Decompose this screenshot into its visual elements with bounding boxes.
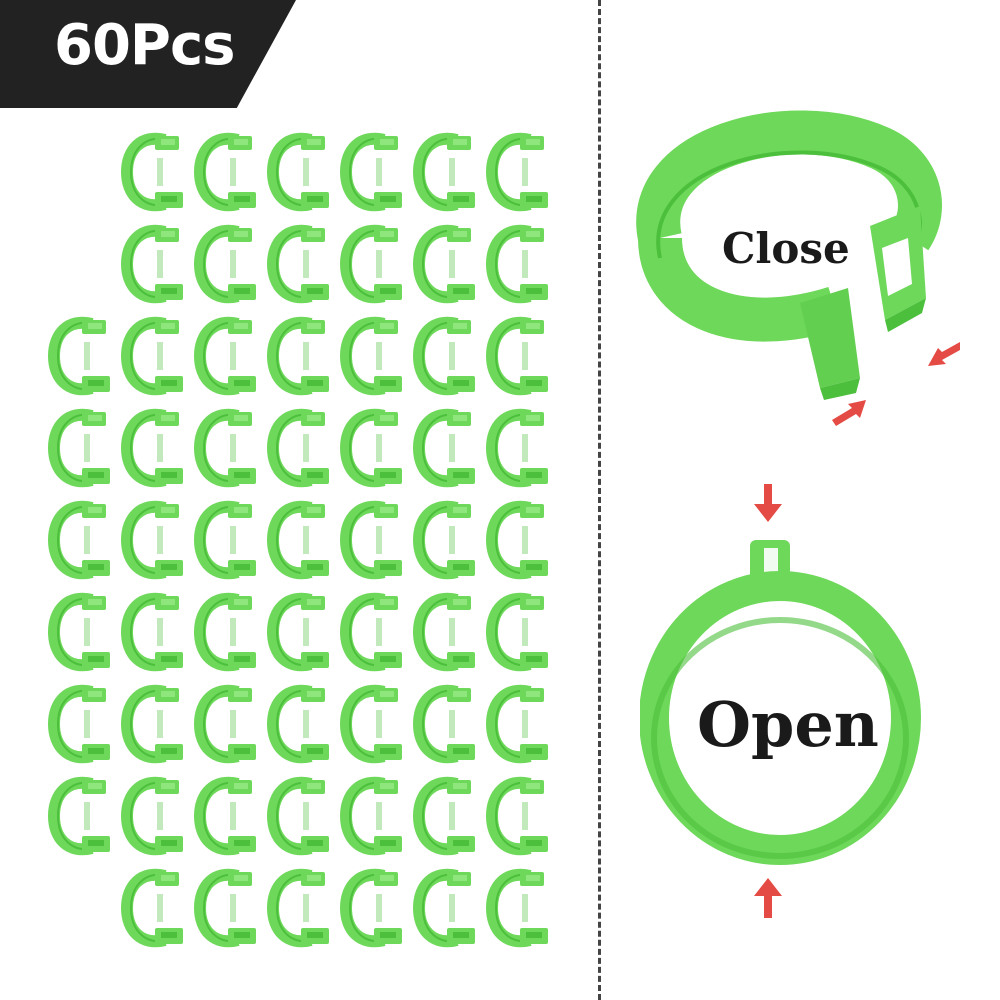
small-ring bbox=[48, 498, 112, 582]
small-ring bbox=[340, 774, 404, 858]
small-ring bbox=[486, 866, 550, 950]
small-ring bbox=[48, 682, 112, 766]
small-ring bbox=[413, 406, 477, 490]
small-ring bbox=[48, 590, 112, 674]
small-ring bbox=[194, 590, 258, 674]
small-ring bbox=[267, 682, 331, 766]
small-ring bbox=[340, 590, 404, 674]
small-ring bbox=[486, 498, 550, 582]
small-ring bbox=[121, 222, 185, 306]
small-ring bbox=[340, 682, 404, 766]
small-ring bbox=[486, 130, 550, 214]
small-ring bbox=[267, 314, 331, 398]
small-ring bbox=[413, 866, 477, 950]
small-ring bbox=[48, 774, 112, 858]
small-ring bbox=[121, 130, 185, 214]
small-ring bbox=[267, 498, 331, 582]
small-ring bbox=[340, 130, 404, 214]
small-ring bbox=[486, 682, 550, 766]
ring-grid bbox=[48, 130, 550, 950]
small-ring bbox=[486, 774, 550, 858]
small-ring bbox=[267, 406, 331, 490]
open-ring-illustration bbox=[640, 484, 921, 918]
small-ring bbox=[267, 130, 331, 214]
small-ring bbox=[413, 498, 477, 582]
small-ring bbox=[121, 314, 185, 398]
small-ring bbox=[121, 590, 185, 674]
small-ring bbox=[267, 590, 331, 674]
small-ring bbox=[121, 682, 185, 766]
small-ring bbox=[194, 130, 258, 214]
small-ring bbox=[267, 222, 331, 306]
small-ring bbox=[486, 406, 550, 490]
small-ring bbox=[121, 498, 185, 582]
small-ring bbox=[121, 866, 185, 950]
small-ring bbox=[340, 498, 404, 582]
small-ring bbox=[194, 314, 258, 398]
small-ring bbox=[413, 314, 477, 398]
small-ring bbox=[121, 774, 185, 858]
small-ring bbox=[194, 866, 258, 950]
small-ring bbox=[340, 314, 404, 398]
small-ring bbox=[340, 866, 404, 950]
quantity-badge-text: 60Pcs bbox=[54, 13, 235, 78]
small-ring bbox=[121, 406, 185, 490]
dashed-divider bbox=[598, 0, 601, 1000]
small-ring bbox=[413, 682, 477, 766]
close-label: Close bbox=[722, 224, 850, 273]
small-ring bbox=[486, 222, 550, 306]
quantity-badge bbox=[0, 0, 296, 108]
small-ring bbox=[413, 222, 477, 306]
small-ring bbox=[486, 590, 550, 674]
small-ring bbox=[486, 314, 550, 398]
small-ring bbox=[267, 774, 331, 858]
small-ring bbox=[413, 774, 477, 858]
small-ring bbox=[194, 682, 258, 766]
small-ring bbox=[194, 406, 258, 490]
small-ring bbox=[48, 406, 112, 490]
small-ring bbox=[413, 590, 477, 674]
open-label: Open bbox=[697, 688, 879, 761]
closed-ring-illustration bbox=[636, 110, 960, 426]
small-ring bbox=[267, 866, 331, 950]
small-ring bbox=[194, 498, 258, 582]
small-ring bbox=[194, 222, 258, 306]
small-ring bbox=[194, 774, 258, 858]
small-ring bbox=[340, 222, 404, 306]
small-ring bbox=[340, 406, 404, 490]
small-ring bbox=[48, 314, 112, 398]
small-ring bbox=[413, 130, 477, 214]
